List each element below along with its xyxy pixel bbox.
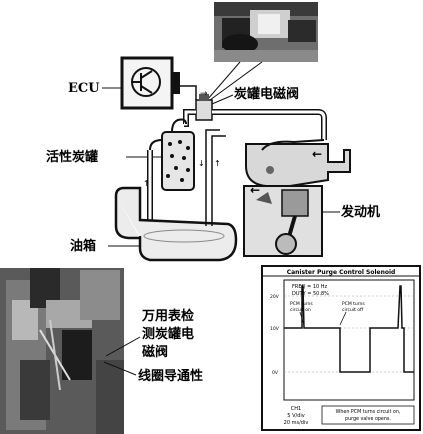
multimeter-photo [0,268,124,434]
transistor-icon [131,67,161,97]
svg-text:←: ← [250,183,260,197]
scope-panel [261,265,421,431]
scope-channel-1: CH1 [291,406,301,412]
engine [243,139,351,257]
test-caption-line3: 磁阀 [142,344,168,360]
charcoal-canister [161,118,195,191]
coil-continuity-label: 线圈导通性 [138,368,203,384]
scope-title: Canister Purge Control Solenoid [287,269,396,276]
charcoal-canister-label: 活性炭罐 [46,149,98,165]
scope-channel-2: 5 V/div [287,413,304,419]
scope-pcm-off-1: PCM turns [342,301,365,307]
fuel-tank-label: 油箱 [70,238,96,254]
scope-freq: FREQ = 10 Hz [292,284,328,290]
svg-text:↑: ↑ [214,159,221,168]
scope-y-mid: 10V [270,326,280,332]
scope-y-zero: 0V [272,370,279,376]
svg-text:↑: ↑ [143,179,150,188]
ecu-module [120,56,180,110]
svg-text:→: → [200,89,208,99]
scope-note-1: When PCM turns circuit on, [336,409,401,415]
scope-pcm-off-2: circuit off [342,307,364,313]
scope-waveform [284,285,414,373]
scope-y-top: 20V [270,294,280,300]
test-caption-line1: 万用表检 [141,308,194,324]
svg-text:←: ← [312,147,322,161]
scope-duty: DUTY = 50.8% [292,291,329,297]
scope-note-box [321,405,415,425]
purge-solenoid-label: 炭罐电磁阀 [234,86,299,102]
fuel-tank [114,186,238,262]
piston [281,189,309,217]
solenoid-photo [214,2,318,62]
scope-channel-3: 20 ms/div [284,420,309,426]
test-caption-line2: 测炭罐电 [142,326,194,342]
scope-pcm-on-1: PCM turns [290,301,313,307]
engine-label: 发动机 [340,204,380,220]
svg-text:↓: ↓ [198,159,205,168]
scope-pcm-on-2: circuit on [290,307,311,313]
ecu-label: ECU [68,81,100,96]
scope-note-2: purge valve opens. [345,416,391,422]
